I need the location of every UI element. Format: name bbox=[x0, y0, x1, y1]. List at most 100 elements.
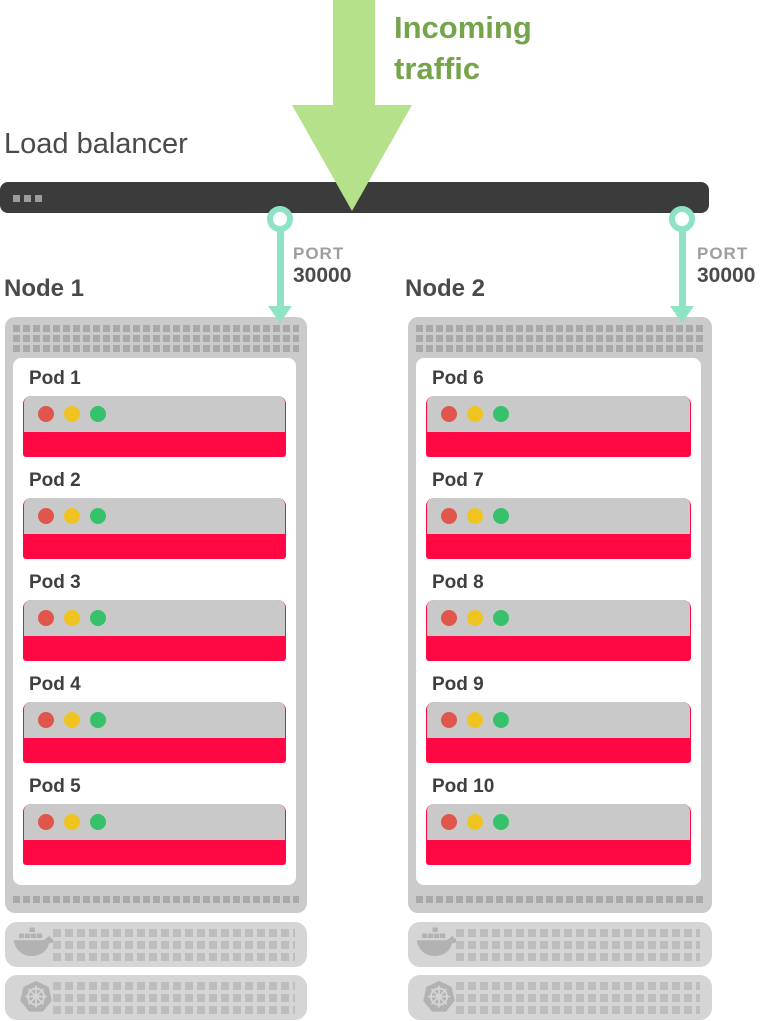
port-number: 30000 bbox=[697, 263, 756, 287]
window-dot-red-icon bbox=[441, 610, 457, 626]
kubernetes-runtime-bar bbox=[5, 975, 307, 1020]
pod-title: Pod 8 bbox=[432, 572, 484, 593]
pod-title: Pod 5 bbox=[29, 776, 81, 797]
pod-titlebar bbox=[427, 600, 690, 636]
window-dot-yellow-icon bbox=[64, 508, 80, 524]
pod: Pod 3 bbox=[23, 572, 286, 661]
port-word: PORT bbox=[293, 244, 345, 263]
server-vent-pattern bbox=[416, 325, 704, 352]
docker-whale-icon bbox=[13, 927, 55, 956]
docker-whale-icon bbox=[416, 927, 458, 956]
window-dot-green-icon bbox=[90, 406, 106, 422]
pod: Pod 8 bbox=[426, 572, 691, 661]
pod-titlebar bbox=[24, 702, 285, 738]
pod-window bbox=[426, 702, 691, 763]
pod-title: Pod 4 bbox=[29, 674, 81, 695]
window-dot-red-icon bbox=[38, 610, 54, 626]
window-dot-yellow-icon bbox=[64, 712, 80, 728]
port-word: PORT bbox=[697, 244, 749, 263]
pod-titlebar bbox=[427, 804, 690, 840]
pod: Pod 1 bbox=[23, 368, 286, 457]
pod-titlebar bbox=[24, 600, 285, 636]
window-dot-red-icon bbox=[441, 406, 457, 422]
pod-titlebar bbox=[24, 498, 285, 534]
pod: Pod 10 bbox=[426, 776, 691, 865]
port-circle-icon bbox=[669, 206, 695, 232]
arrow-down-icon bbox=[670, 306, 694, 323]
window-dot-yellow-icon bbox=[64, 406, 80, 422]
window-dot-red-icon bbox=[38, 712, 54, 728]
server-vent-pattern bbox=[13, 325, 299, 352]
pod-title: Pod 10 bbox=[432, 776, 495, 797]
pod-title: Pod 6 bbox=[432, 368, 484, 389]
server-vent-pattern bbox=[456, 929, 700, 961]
node2-pod-panel: Pod 6 Pod 7 bbox=[416, 358, 701, 885]
window-dot-yellow-icon bbox=[467, 814, 483, 830]
pod-titlebar bbox=[427, 396, 690, 432]
port-label-node1: PORT 30000 bbox=[293, 244, 351, 288]
pod-window bbox=[23, 702, 286, 763]
pod-window bbox=[23, 804, 286, 865]
incoming-traffic-arrow-icon bbox=[292, 0, 412, 211]
pod: Pod 6 bbox=[426, 368, 691, 457]
pod-window bbox=[23, 396, 286, 457]
port-number: 30000 bbox=[293, 263, 352, 287]
port-label-node2: PORT 30000 bbox=[697, 244, 755, 288]
server-vent-pattern bbox=[53, 982, 295, 1014]
window-dot-yellow-icon bbox=[64, 610, 80, 626]
pod-window bbox=[426, 498, 691, 559]
window-dot-green-icon bbox=[90, 508, 106, 524]
window-dot-yellow-icon bbox=[467, 712, 483, 728]
pod-window bbox=[23, 498, 286, 559]
node1-label: Node 1 bbox=[4, 275, 85, 302]
kubernetes-helm-icon bbox=[20, 980, 52, 1012]
window-dot-red-icon bbox=[441, 814, 457, 830]
pod-title: Pod 3 bbox=[29, 572, 81, 593]
pod: Pod 9 bbox=[426, 674, 691, 763]
incoming-traffic-label: Incoming traffic bbox=[394, 10, 532, 86]
window-dot-green-icon bbox=[493, 406, 509, 422]
pod-title: Pod 1 bbox=[29, 368, 81, 389]
node2-label: Node 2 bbox=[405, 275, 486, 302]
window-dot-yellow-icon bbox=[467, 508, 483, 524]
pod: Pod 7 bbox=[426, 470, 691, 559]
window-dot-red-icon bbox=[441, 508, 457, 524]
server-vent-pattern bbox=[53, 929, 295, 961]
pod-window bbox=[23, 600, 286, 661]
pod-window bbox=[426, 804, 691, 865]
pod-title: Pod 7 bbox=[432, 470, 484, 491]
pod: Pod 4 bbox=[23, 674, 286, 763]
window-dot-green-icon bbox=[493, 508, 509, 524]
node1-box: Pod 1 Pod 2 bbox=[5, 317, 307, 913]
server-vent-pattern bbox=[456, 982, 700, 1014]
pod-title: Pod 9 bbox=[432, 674, 484, 695]
pod-titlebar bbox=[24, 804, 285, 840]
docker-runtime-bar bbox=[5, 922, 307, 967]
window-dot-red-icon bbox=[38, 508, 54, 524]
window-dot-red-icon bbox=[38, 406, 54, 422]
pod-window bbox=[426, 600, 691, 661]
window-dot-green-icon bbox=[493, 814, 509, 830]
window-dot-green-icon bbox=[493, 712, 509, 728]
connector-line bbox=[277, 230, 284, 308]
node2-box: Pod 6 Pod 7 bbox=[408, 317, 712, 913]
pod: Pod 2 bbox=[23, 470, 286, 559]
docker-runtime-bar bbox=[408, 922, 712, 967]
window-dot-yellow-icon bbox=[467, 406, 483, 422]
connector-line bbox=[679, 230, 686, 308]
window-dot-yellow-icon bbox=[64, 814, 80, 830]
window-dot-green-icon bbox=[90, 712, 106, 728]
pod-titlebar bbox=[427, 498, 690, 534]
pod-titlebar bbox=[24, 396, 285, 432]
load-balancer-label: Load balancer bbox=[4, 128, 188, 160]
arrow-down-icon bbox=[268, 306, 292, 323]
window-dot-yellow-icon bbox=[467, 610, 483, 626]
window-dot-red-icon bbox=[38, 814, 54, 830]
window-dot-red-icon bbox=[441, 712, 457, 728]
window-dot-green-icon bbox=[90, 610, 106, 626]
port-circle-icon bbox=[267, 206, 293, 232]
server-vent-pattern bbox=[13, 896, 299, 903]
window-dot-green-icon bbox=[90, 814, 106, 830]
kubernetes-helm-icon bbox=[423, 980, 455, 1012]
